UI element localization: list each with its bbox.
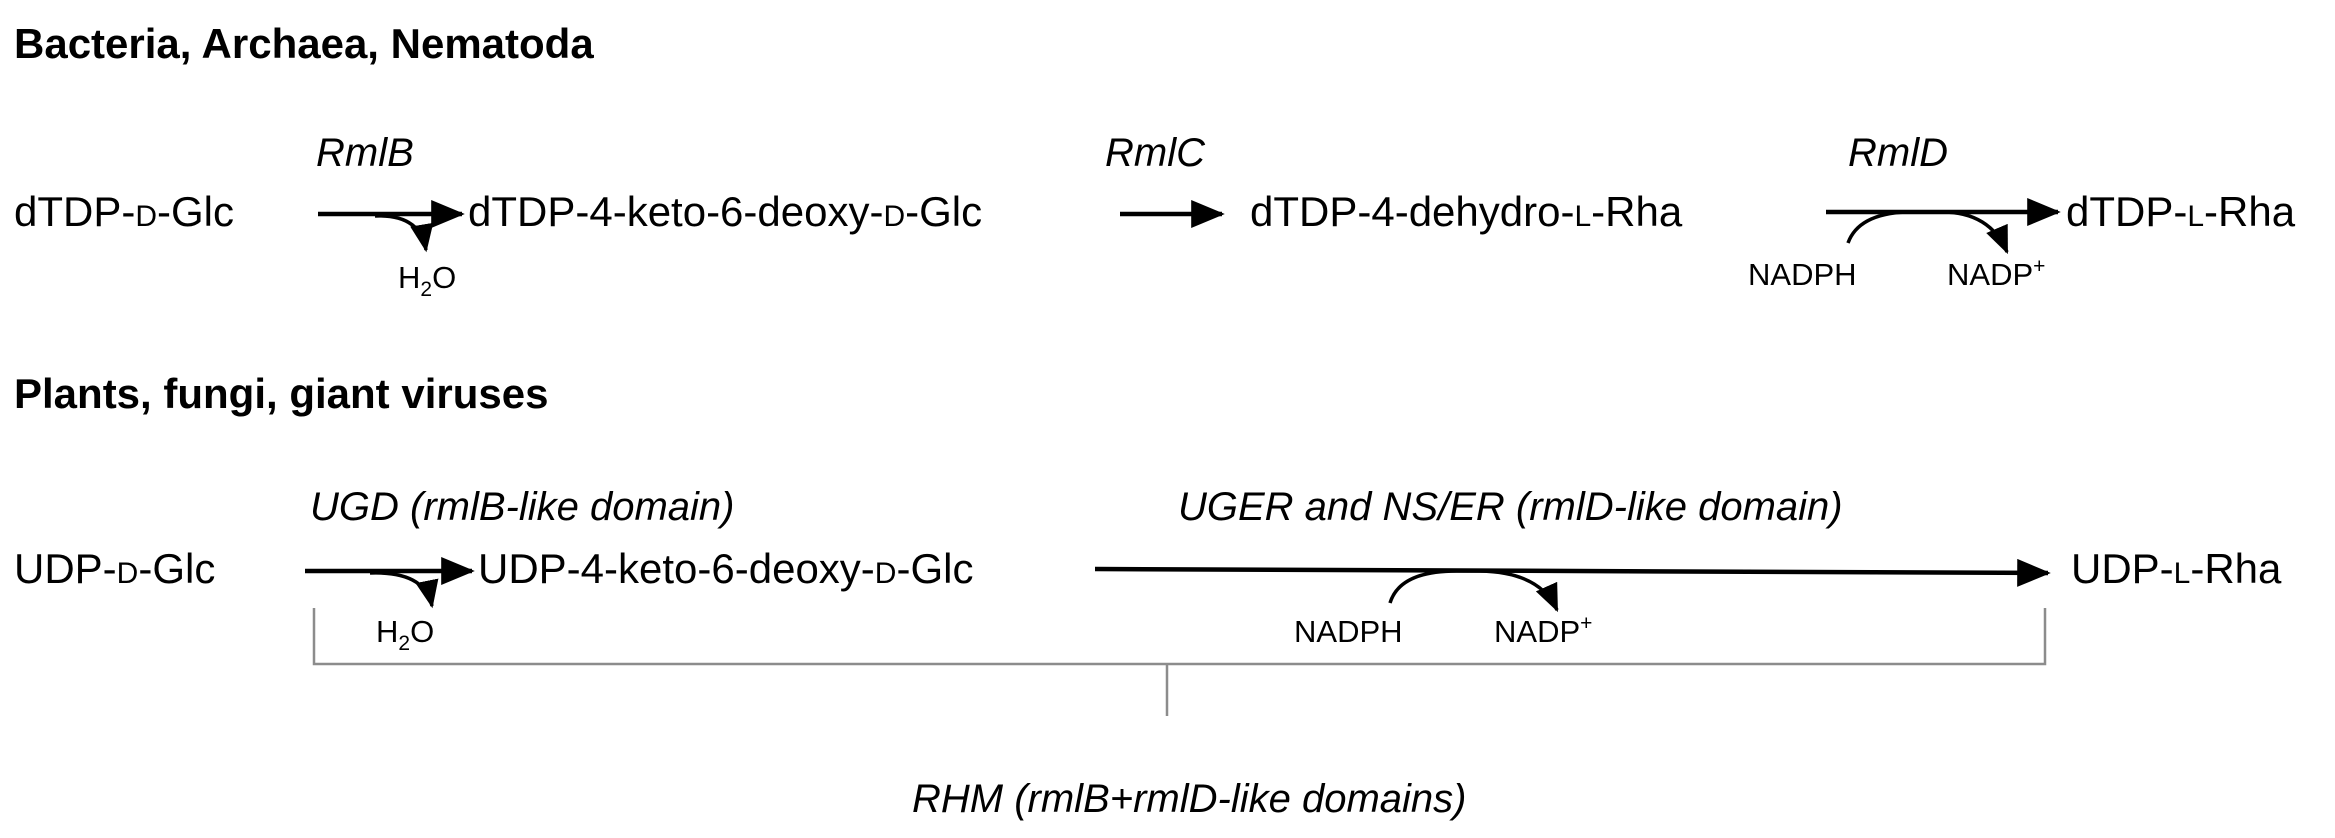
compound-dtdp-4-dehydro-l-rha: dTDP-4-dehydro-L-Rha [1250, 188, 1683, 235]
reaction-arrow-rmlb [318, 200, 465, 253]
rhm-bracket [312, 608, 2047, 716]
reaction-arrow-ugd [305, 557, 475, 609]
enzyme-rhm: RHM (rmlB+rmlD-like domains) [912, 777, 1466, 821]
compound-udp-4-keto-6-deoxy-d-glc: UDP-4-keto-6-deoxy-D-Glc [478, 545, 973, 592]
compound-dtdp-4-keto-6-deoxy-d-glc: dTDP-4-keto-6-deoxy-D-Glc [468, 188, 982, 235]
section-header-plants: Plants, fungi, giant viruses [14, 370, 548, 417]
cofactor-nadp-plus: NADP+ [1947, 255, 2045, 292]
reaction-arrow-rmld [1826, 198, 2061, 255]
compound-dtdp-d-glc: dTDP-D-Glc [14, 188, 234, 235]
section-header-bacteria: Bacteria, Archaea, Nematoda [14, 20, 594, 67]
compound-udp-l-rha: UDP-L-Rha [2071, 545, 2282, 592]
enzyme-ugd: UGD (rmlB-like domain) [310, 485, 735, 529]
reaction-arrow-uger [1094, 558, 2051, 613]
compound-dtdp-l-rha: dTDP-L-Rha [2066, 188, 2296, 235]
enzyme-rmlc: RmlC [1105, 131, 1206, 175]
cofactor-nadph-2: NADPH [1294, 614, 1403, 649]
enzyme-rmlb: RmlB [316, 131, 414, 175]
cofactor-nadph: NADPH [1748, 257, 1857, 292]
compound-udp-d-glc: UDP-D-Glc [14, 545, 215, 592]
cofactor-water-2: H2O [376, 614, 434, 655]
cofactor-water: H2O [398, 260, 456, 301]
enzyme-rmld: RmlD [1848, 131, 1948, 175]
cofactor-nadp-plus-2: NADP+ [1494, 612, 1592, 649]
enzyme-uger-ns-er: UGER and NS/ER (rmlD-like domain) [1178, 485, 1843, 529]
